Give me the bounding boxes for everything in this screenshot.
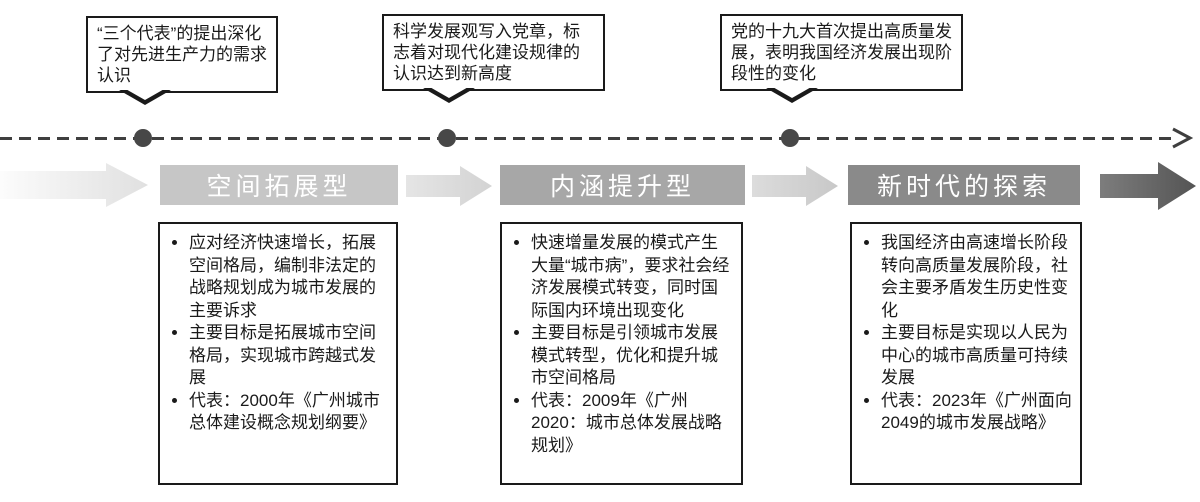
callout-text: “三个代表”的提出深化了对先进生产力的需求认识 [97,24,267,85]
flow-arrow-icon [752,166,838,206]
bullet-item: 我国经济由高速增长阶段转向高质量发展阶段，社会主要矛盾发生历史性变化 [881,232,1072,322]
stage-bar-new-era: 新时代的探索 [848,165,1080,205]
bullet-item: 主要目标是引领城市发展模式转型，优化和提升城市空间格局 [531,322,733,390]
timeline-node-dot [781,129,799,147]
callout-scientific-development: 科学发展观写入党章，标志着对现代化建设规律的认识达到新高度 [382,14,605,103]
timeline-arrowhead-icon [1172,127,1194,149]
stage-detail-box-3: 我国经济由高速增长阶段转向高质量发展阶段，社会主要矛盾发生历史性变化 主要目标是… [850,222,1082,485]
bullet-item: 主要目标是拓展城市空间格局，实现城市跨越式发展 [189,322,388,390]
flow-arrow-icon [406,166,492,206]
bullet-item: 代表：2000年《广州城市总体建设概念规划纲要》 [189,390,388,435]
bullet-item: 主要目标是实现以人民为中心的城市高质量可持续发展 [881,322,1072,390]
timeline-node-dot [438,129,456,147]
callout-text: 科学发展观写入党章，标志着对现代化建设规律的认识达到新高度 [393,22,580,83]
flow-arrow-icon [1100,162,1196,210]
bullet-list: 快速增量发展的模式产生大量“城市病”，要求社会经济发展模式转变，同时国际国内环境… [506,232,733,457]
callout-19th-congress: 党的十九大首次提出高质量发展，表明我国经济发展出现阶段性的变化 [720,14,963,103]
stage-bar-quality-improvement: 内涵提升型 [500,165,745,205]
callout-three-represents: “三个代表”的提出深化了对先进生产力的需求认识 [86,16,278,105]
flow-arrow-icon [0,163,148,207]
bullet-item: 应对经济快速增长，拓展空间格局，编制非法定的战略规划成为城市发展的主要诉求 [189,232,388,322]
bullet-item: 快速增量发展的模式产生大量“城市病”，要求社会经济发展模式转变，同时国际国内环境… [531,232,733,322]
bullet-item: 代表：2023年《广州面向2049的城市发展战略》 [881,390,1072,435]
callout-text: 党的十九大首次提出高质量发展，表明我国经济发展出现阶段性的变化 [731,22,952,83]
bullet-item: 代表：2009年《广州2020：城市总体发展战略规划》 [531,390,733,458]
stage-bar-space-expansion: 空间拓展型 [160,165,398,205]
timeline-axis [0,137,1178,140]
stage-detail-box-1: 应对经济快速增长，拓展空间格局，编制非法定的战略规划成为城市发展的主要诉求 主要… [158,222,398,485]
stage-detail-box-2: 快速增量发展的模式产生大量“城市病”，要求社会经济发展模式转变，同时国际国内环境… [500,222,743,485]
bullet-list: 我国经济由高速增长阶段转向高质量发展阶段，社会主要矛盾发生历史性变化 主要目标是… [856,232,1072,435]
timeline-node-dot [134,129,152,147]
bullet-list: 应对经济快速增长，拓展空间格局，编制非法定的战略规划成为城市发展的主要诉求 主要… [164,232,388,435]
